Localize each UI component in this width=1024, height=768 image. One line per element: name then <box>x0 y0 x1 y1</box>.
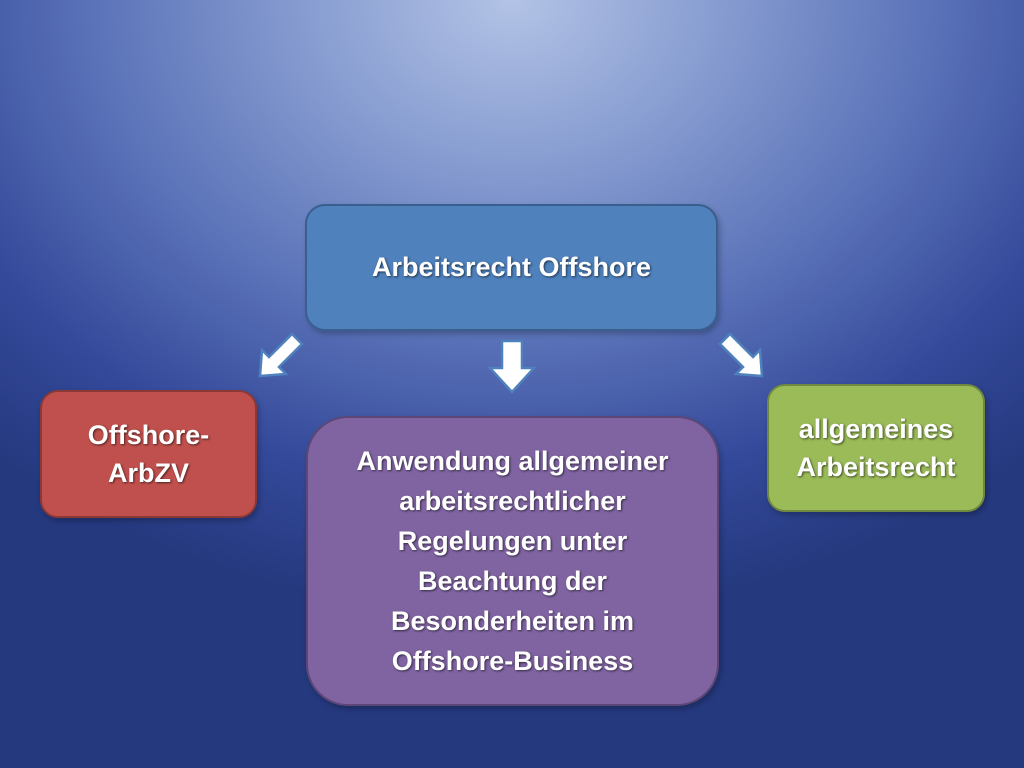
top-node-label: Arbeitsrecht Offshore <box>371 252 652 282</box>
arrow-down-icon <box>487 339 537 394</box>
center-node-label: Anwendung allgemeiner arbeitsrechtlicher… <box>356 446 669 676</box>
left-node-label: Offshore- ArbZV <box>87 420 210 488</box>
right-node-label: allgemeines Arbeitsrecht <box>796 414 956 482</box>
arrow-down-right-icon <box>718 332 764 378</box>
arrow-down-left-icon <box>258 332 304 378</box>
center-node-box: Anwendung allgemeiner arbeitsrechtlicher… <box>306 416 719 706</box>
top-node-box: Arbeitsrecht Offshore <box>305 204 718 331</box>
right-node-box: allgemeines Arbeitsrecht <box>767 384 985 512</box>
left-node-box: Offshore- ArbZV <box>40 390 257 518</box>
